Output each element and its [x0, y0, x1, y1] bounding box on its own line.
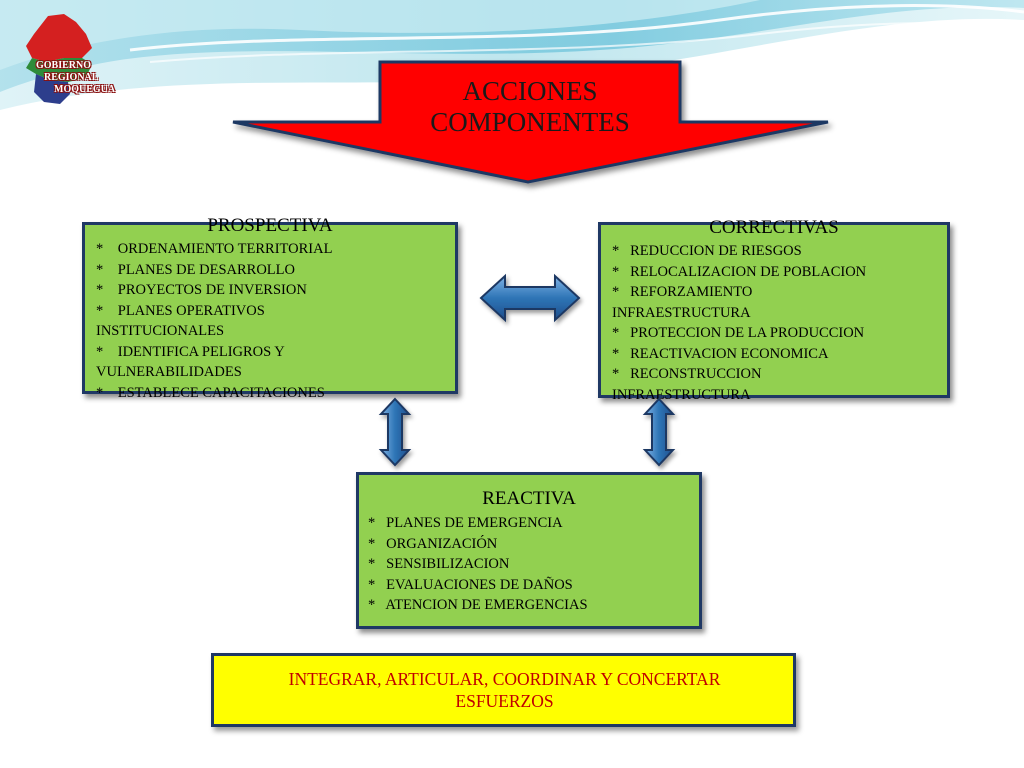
list-item: INSTITUCIONALES [96, 323, 225, 339]
list-item: * PLANES DE DESARROLLO [96, 261, 295, 278]
list-item: * ORDENAMIENTO TERRITORIAL [96, 241, 333, 257]
title-line: COMPONENTES [430, 107, 630, 137]
reactiva-list: * PLANES DE EMERGENCIA * ORGANIZACIÓN * … [368, 513, 698, 616]
footer-text: INTEGRAR, ARTICULAR, COORDINAR Y CONCERT… [222, 668, 787, 712]
list-item: VULNERABILIDADES [96, 364, 242, 380]
list-item: INFRAESTRUCTURA [612, 304, 751, 321]
list-item: * PROYECTOS DE INVERSION [96, 282, 307, 298]
list-item: * IDENTIFICA PELIGROS Y [96, 343, 285, 360]
footer-line: ESFUERZOS [455, 691, 554, 711]
list-item: * ATENCION DE EMERGENCIAS [368, 597, 588, 613]
prospectiva-box [82, 222, 458, 394]
logo-line: MOQUEGUA [54, 84, 116, 95]
list-item: * SENSIBILIZACION [368, 556, 510, 572]
double-arrow-vertical-left-icon [378, 397, 412, 467]
title-arrow-shape [232, 60, 829, 184]
logo-line: GOBIERNO [36, 60, 92, 71]
list-item: * ESTABLECE CAPACITACIONES [96, 384, 325, 401]
correctivas-box [598, 222, 950, 398]
title-text: ACCIONES COMPONENTES [380, 76, 680, 138]
list-item: * ORGANIZACIÓN [368, 535, 498, 552]
reactiva-box [356, 472, 702, 629]
title-line: ACCIONES [462, 76, 598, 106]
correctivas-heading: CORRECTIVAS [709, 217, 839, 238]
list-item: INFRAESTRUCTURA [612, 386, 751, 403]
reactiva-heading: REACTIVA [482, 488, 576, 509]
logo-line: REGIONAL [44, 72, 99, 83]
prospectiva-list: * ORDENAMIENTO TERRITORIAL * PLANES DE D… [96, 239, 456, 403]
list-item: * REDUCCION DE RIESGOS [612, 243, 802, 259]
list-item: * REACTIVACION ECONOMICA [612, 345, 829, 362]
list-item: * PLANES DE EMERGENCIA [368, 515, 563, 531]
list-item: * RECONSTRUCCION [612, 366, 762, 382]
double-arrow-vertical-right-icon [642, 397, 676, 467]
list-item: * REFORZAMIENTO [612, 284, 753, 300]
logo-text: GOBIERNO REGIONAL MOQUEGUA [36, 60, 126, 96]
logo-map-icon [26, 14, 92, 104]
list-item: * PLANES OPERATIVOS [96, 302, 265, 319]
list-item: * RELOCALIZACION DE POBLACION [612, 263, 867, 280]
footer-line: INTEGRAR, ARTICULAR, COORDINAR Y CONCERT… [288, 669, 721, 689]
double-arrow-horizontal-icon [479, 273, 581, 323]
prospectiva-heading: PROSPECTIVA [207, 215, 333, 236]
list-item: * PROTECCION DE LA PRODUCCION [612, 325, 865, 341]
footer-box [211, 653, 796, 727]
correctivas-list: * REDUCCION DE RIESGOS * RELOCALIZACION … [612, 241, 948, 405]
list-item: * EVALUACIONES DE DAÑOS [368, 576, 573, 593]
